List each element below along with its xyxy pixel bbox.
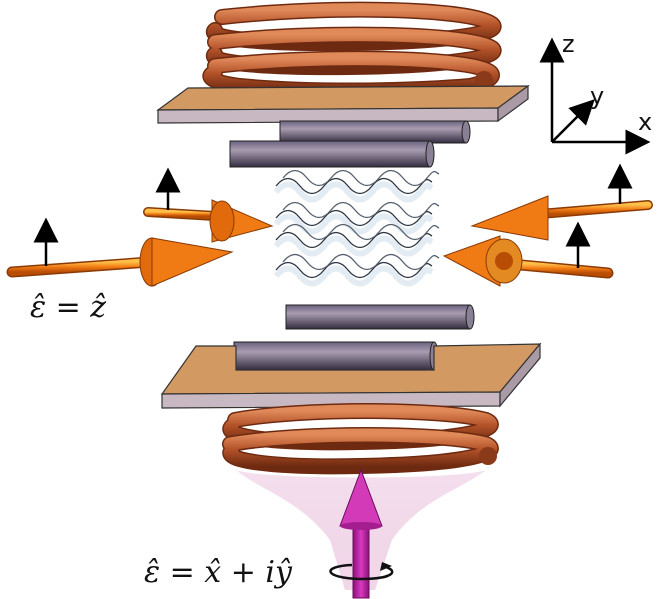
pump-beam-arrow [329,468,394,599]
top-rods [229,120,471,168]
coordinate-axes [539,37,651,155]
bottom-coil [222,403,499,475]
lattice-sheet-2 [276,201,440,232]
optical-lattice [276,169,440,284]
circular-polarization-label: ε̂ = x̂ + iŷ [144,555,293,590]
lattice-sheet-1 [276,169,440,200]
z-axis-label: z [562,30,575,58]
y-axis-arrow-icon [551,99,595,143]
bottom-rods [233,304,475,371]
laser-beam-lower-left [6,217,234,287]
linear-polarization-label: ε̂ = ẑ [30,290,106,325]
x-axis-label: x [638,108,652,136]
rotation-arrow-icon [329,562,394,581]
bottom-electrode-plate [160,342,542,409]
laser-beam-upper-right [470,163,653,241]
top-coil [202,1,502,99]
top-electrode-plate [156,84,530,124]
y-axis-label: y [590,82,604,110]
laser-beam-lower-right [442,221,614,287]
laser-beam-upper-left [143,167,274,243]
lattice-sheet-4 [276,253,440,284]
